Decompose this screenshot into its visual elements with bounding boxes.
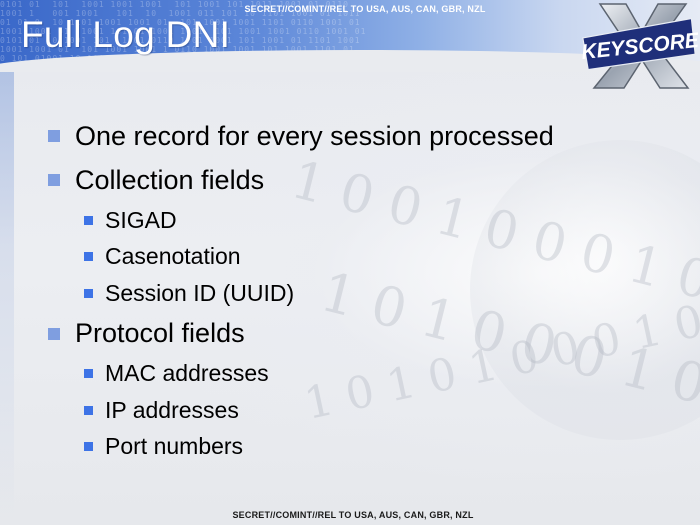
sub-bullet-item: Casenotation [48, 239, 688, 276]
square-bullet-icon [84, 252, 93, 262]
square-bullet-icon [84, 442, 93, 452]
square-bullet-icon [84, 215, 93, 225]
square-bullet-icon [84, 369, 93, 379]
sub-bullet-text: MAC addresses [105, 360, 269, 387]
header-band: 0101 01 101 1001 1001 1001 101 1001 101 … [0, 0, 700, 72]
bullet-text: Protocol fields [75, 318, 245, 348]
sub-bullet-text: Casenotation [105, 243, 241, 270]
sub-bullet-item: IP addresses [48, 392, 688, 429]
left-decor-strip [0, 60, 14, 525]
bullet-text: One record for every session processed [75, 120, 554, 151]
classification-banner-bottom: SECRET//COMINT//REL TO USA, AUS, CAN, GB… [232, 510, 474, 520]
bullet-item: Collection fields [48, 158, 688, 202]
globe-watermark [470, 140, 700, 440]
square-bullet-icon [84, 288, 93, 298]
keyscore-x-logo: KEYSCORE [580, 2, 700, 90]
sub-bullet-text: IP addresses [105, 396, 239, 423]
slide-title: Full Log DNI [21, 14, 231, 55]
sub-bullet-text: Session ID (UUID) [105, 279, 295, 306]
square-bullet-icon [84, 405, 93, 415]
sub-bullet-item: MAC addresses [48, 356, 688, 393]
bullet-list: One record for every session processed C… [48, 114, 688, 465]
square-bullet-icon [48, 130, 60, 142]
sub-bullet-item: Session ID (UUID) [48, 275, 688, 312]
sub-bullet-item: SIGAD [48, 202, 688, 239]
classification-banner-top: SECRET//COMINT//REL TO USA, AUS, CAN, GB… [244, 4, 486, 14]
bullet-item: One record for every session processed [48, 114, 688, 158]
header-swoosh [0, 50, 700, 72]
square-bullet-icon [48, 174, 60, 186]
sub-bullet-text: SIGAD [105, 206, 177, 233]
sub-bullet-text: Port numbers [105, 433, 244, 460]
square-bullet-icon [48, 327, 60, 340]
sub-bullet-item: Port numbers [48, 429, 688, 466]
bullet-item: Protocol fields [48, 312, 688, 356]
bullet-text: Collection fields [75, 164, 265, 195]
